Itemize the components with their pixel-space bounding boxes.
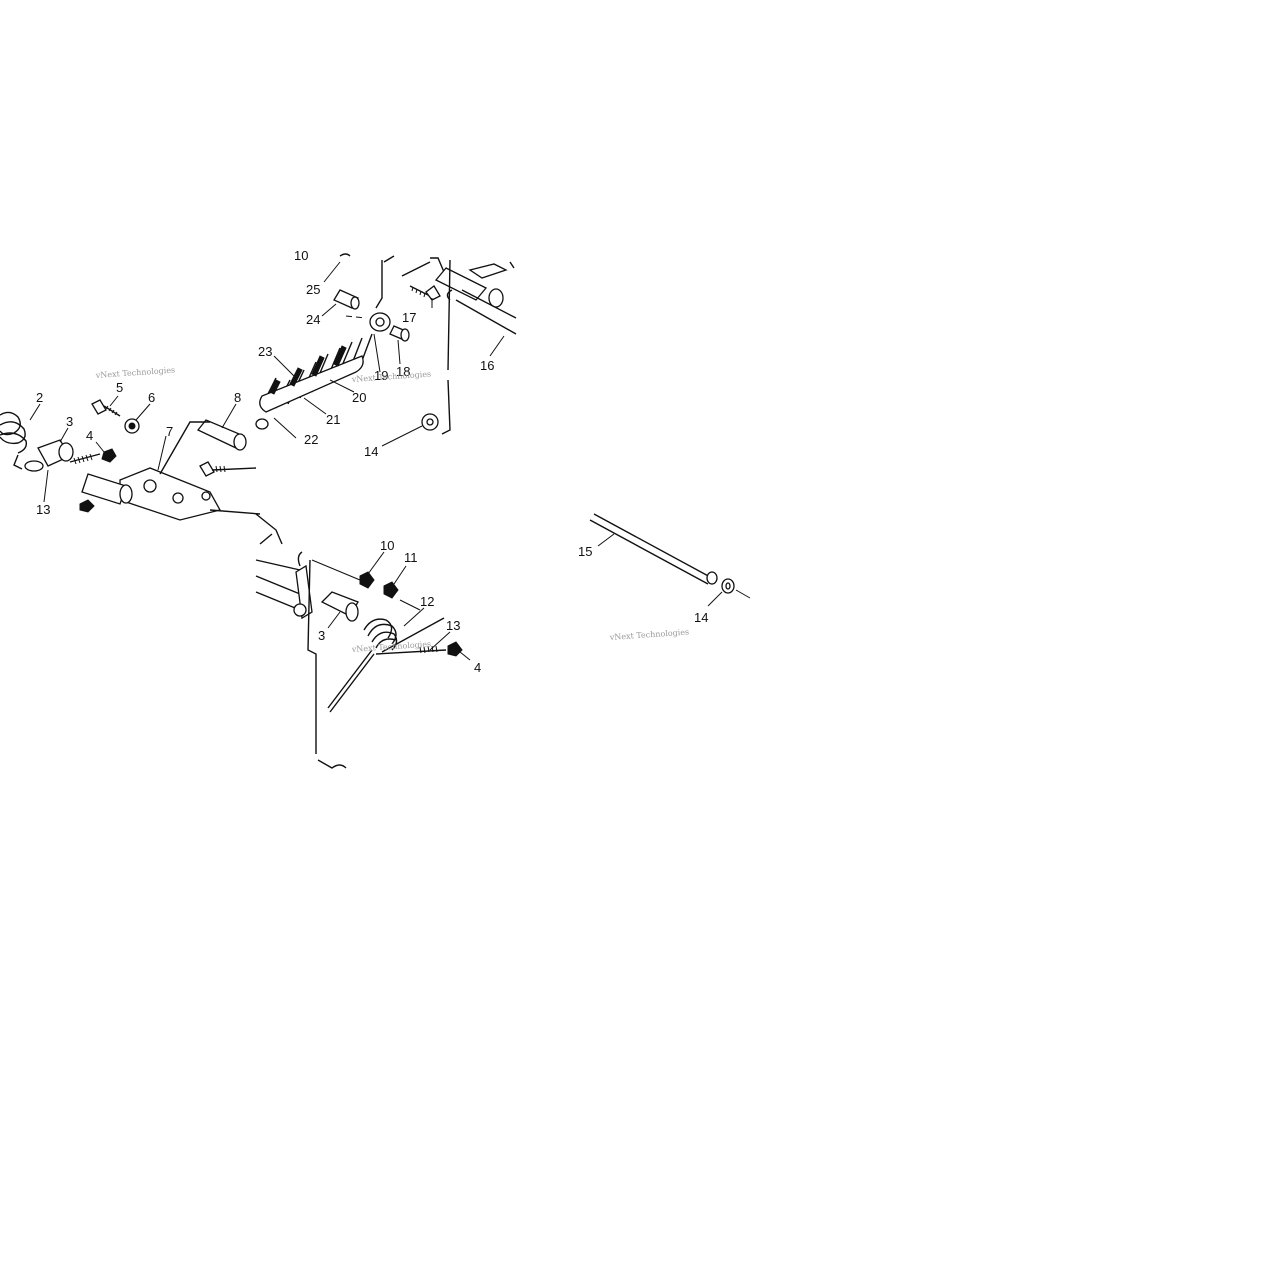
sleeve-part-8 [196,419,247,451]
bolt-part-5 [91,399,121,417]
watermark-2: vNext Technologies [351,369,432,384]
leaders-lower-center [327,551,471,661]
shaft-part-15 [589,513,718,585]
callout-12: 12 [420,594,434,609]
watermark-4: vNext Technologies [609,627,690,642]
callout-11: 11 [404,550,418,565]
callout-19: 19 [374,368,388,383]
bushing-part-3-lower [320,591,359,622]
dash-axis [345,315,367,319]
spring-part-12 [363,617,445,653]
shock-spring-part-21 [259,333,373,413]
callout-22: 22 [304,432,318,447]
washer-part-6 [124,418,140,434]
callout-4-left: 4 [86,428,93,443]
callout-23: 23 [258,344,272,359]
callout-labels: 2 3 4 5 6 7 8 13 10 25 24 23 19 18 20 21… [36,248,708,675]
callout-2: 2 [36,390,43,405]
callout-6: 6 [148,390,155,405]
shaft-assembly-right [589,513,751,599]
nut-part-4-left [101,448,117,463]
callout-20: 20 [352,390,366,405]
leaders-shock [273,261,433,439]
callout-7: 7 [166,424,173,439]
callout-14-right: 14 [694,610,708,625]
watermark-1: vNext Technologies [95,365,176,380]
callout-16: 16 [480,358,494,373]
callout-3-lower: 3 [318,628,325,643]
callout-10-top: 10 [294,248,308,263]
callout-25: 25 [306,282,320,297]
nut-part-10 [359,571,375,589]
callout-17: 17 [402,310,416,325]
spring-part-2 [0,411,44,472]
arm-bracket-part-7 [81,467,221,521]
bushing-part-3-left [37,439,74,467]
spacer-part-24 [333,289,360,310]
bolt-part-13-left [69,453,101,465]
callout-5: 5 [116,380,123,395]
callout-24: 24 [306,312,320,327]
washer-part-14-right [721,578,735,594]
link-plate [293,564,313,620]
spacer-part-18 [389,325,410,342]
leaders-right [597,533,723,607]
part-25-fragment [339,253,351,257]
leaders-upper-right [381,335,505,447]
left-assembly [0,399,261,521]
shock-eye-part-22 [255,418,269,430]
frame-line-mid [209,509,261,515]
shock-eye-part-19 [369,312,391,332]
callout-21: 21 [326,412,340,427]
callout-18: 18 [396,364,410,379]
callout-14-upper: 14 [364,444,378,459]
washer-part-14-upper [421,413,439,431]
nut-lower-left [79,499,95,513]
callout-13-lower: 13 [446,618,460,633]
callout-4-lower: 4 [474,660,481,675]
callout-15: 15 [578,544,592,559]
callout-10: 10 [380,538,394,553]
lower-center-assembly [255,513,463,769]
callout-13-left: 13 [36,502,50,517]
watermarks: vNext Technologies vNext Technologies vN… [95,365,690,654]
nut-part-4-lower [447,641,463,657]
callout-8: 8 [234,390,241,405]
frame-line-upper [159,421,210,475]
leaders-left [29,395,237,503]
upper-right-frame [375,255,517,435]
bolt-part-17 [409,285,441,301]
bolt-near-bracket [199,461,257,477]
rod-part-13-lower [327,645,447,713]
shock-absorber-assembly [255,253,441,430]
callout-3-left: 3 [66,414,73,429]
nut-part-11 [383,581,399,599]
